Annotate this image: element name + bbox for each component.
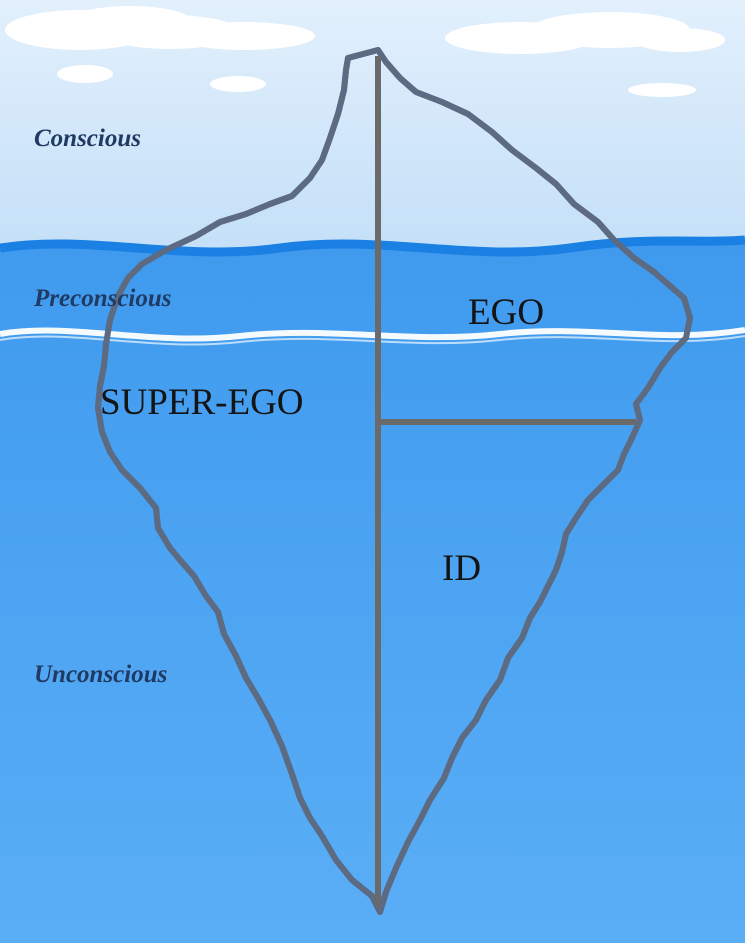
water-body [0,240,745,943]
label-super-ego: SUPER-EGO [100,382,304,423]
cloud-small-2 [210,76,266,92]
label-ego: EGO [468,292,544,333]
label-id: ID [442,548,481,589]
label-unconscious: Unconscious [34,661,167,688]
label-conscious: Conscious [34,125,141,152]
cloud-small-3 [628,83,696,97]
cloud-small-1 [57,65,113,83]
label-preconscious: Preconscious [33,285,172,312]
